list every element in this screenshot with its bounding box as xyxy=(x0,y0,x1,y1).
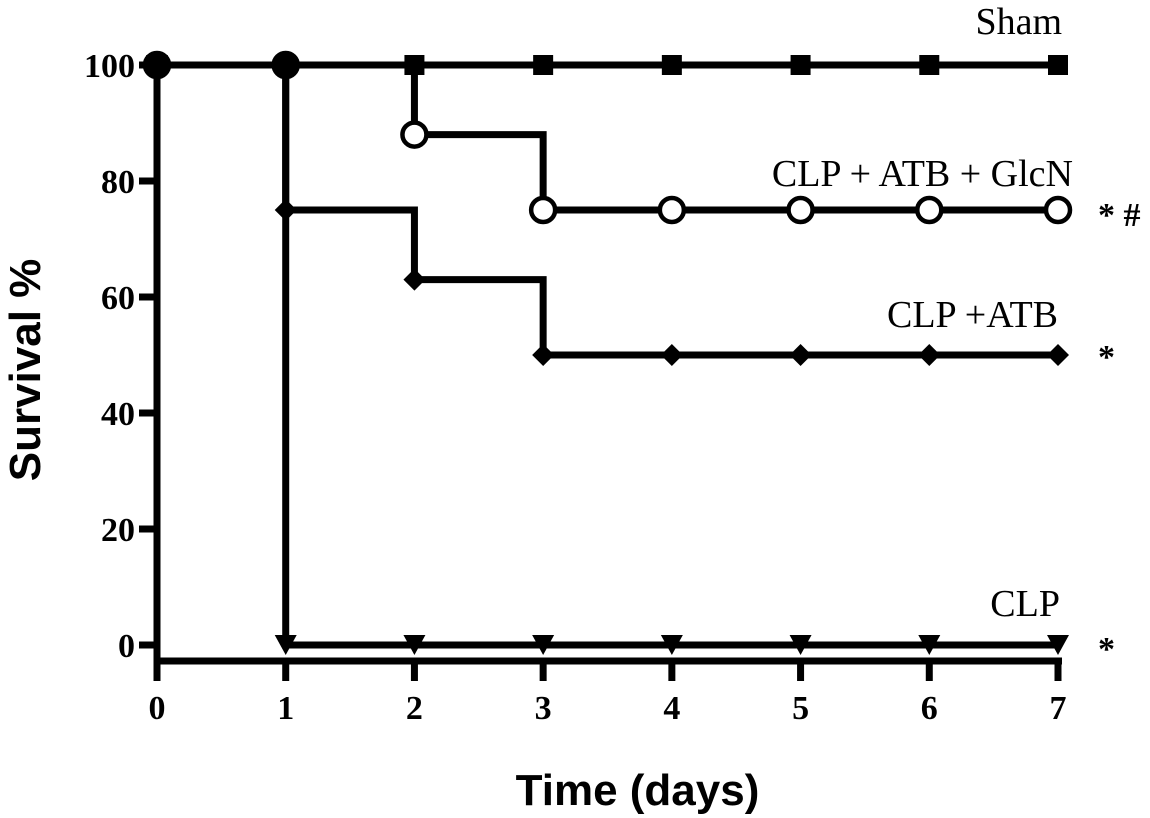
marker-clp-atb-glcn xyxy=(528,195,558,225)
y-tick-label: 20 xyxy=(101,512,135,549)
series-label-clp-atb-glcn: CLP + ATB + GlcN xyxy=(772,153,1073,195)
marker-sham xyxy=(661,55,682,75)
x-tick-label: 4 xyxy=(663,690,680,727)
marker-sham xyxy=(147,55,167,75)
x-tick-label: 6 xyxy=(921,690,938,727)
marker-clp xyxy=(274,635,297,655)
series-line-clp-atb xyxy=(157,61,1058,359)
plot-area xyxy=(142,50,1073,655)
significance-marker-clp: * xyxy=(1098,631,1115,668)
x-tick-label: 3 xyxy=(535,690,552,727)
marker-clp-atb-glcn xyxy=(915,195,944,225)
y-tick-label: 0 xyxy=(118,628,135,665)
x-axis-title: Time (days) xyxy=(516,766,760,815)
marker-clp-atb xyxy=(918,344,941,366)
marker-clp-atb xyxy=(660,344,683,366)
series-label-clp: CLP xyxy=(990,583,1060,625)
x-tick-label: 7 xyxy=(1050,690,1067,727)
axes: 0 20 40 60 80 100 0 1 2 3 4 5 6 7 xyxy=(84,48,1067,727)
y-tick-label: 80 xyxy=(101,164,135,201)
marker-sham xyxy=(1048,55,1068,75)
x-tick-label: 0 xyxy=(149,690,166,727)
significance-marker-clp-atb: * xyxy=(1098,339,1115,376)
marker-clp-atb xyxy=(274,199,297,221)
marker-sham xyxy=(790,55,811,75)
series-label-clp-atb: CLP +ATB xyxy=(887,294,1058,336)
marker-clp xyxy=(403,635,426,655)
marker-sham xyxy=(919,55,940,75)
marker-clp-atb-glcn xyxy=(400,120,429,149)
marker-clp xyxy=(1047,635,1069,655)
marker-sham xyxy=(404,55,425,75)
marker-clp-atb xyxy=(532,344,555,366)
y-axis-title: Survival % xyxy=(1,259,50,482)
marker-clp-atb xyxy=(789,344,812,366)
marker-clp-atb xyxy=(403,268,426,291)
marker-clp xyxy=(660,635,683,655)
y-tick-label: 60 xyxy=(101,280,135,317)
x-tick-label: 1 xyxy=(277,690,294,727)
marker-sham xyxy=(533,55,554,75)
marker-clp-atb-glcn xyxy=(657,195,687,225)
marker-clp-atb-glcn xyxy=(786,195,815,225)
marker-clp-atb xyxy=(1047,344,1069,366)
x-tick-label: 2 xyxy=(406,690,423,727)
marker-clp xyxy=(532,635,555,655)
x-tick-label: 5 xyxy=(792,690,809,727)
significance-marker-clp-atb-glcn: * # xyxy=(1098,197,1141,234)
marker-clp xyxy=(918,635,941,655)
series-label-sham: Sham xyxy=(975,1,1062,43)
marker-clp xyxy=(789,635,812,655)
y-tick-label: 100 xyxy=(84,48,135,85)
y-tick-label: 40 xyxy=(101,396,135,433)
marker-sham xyxy=(275,55,296,75)
marker-clp-atb-glcn xyxy=(1043,195,1073,225)
